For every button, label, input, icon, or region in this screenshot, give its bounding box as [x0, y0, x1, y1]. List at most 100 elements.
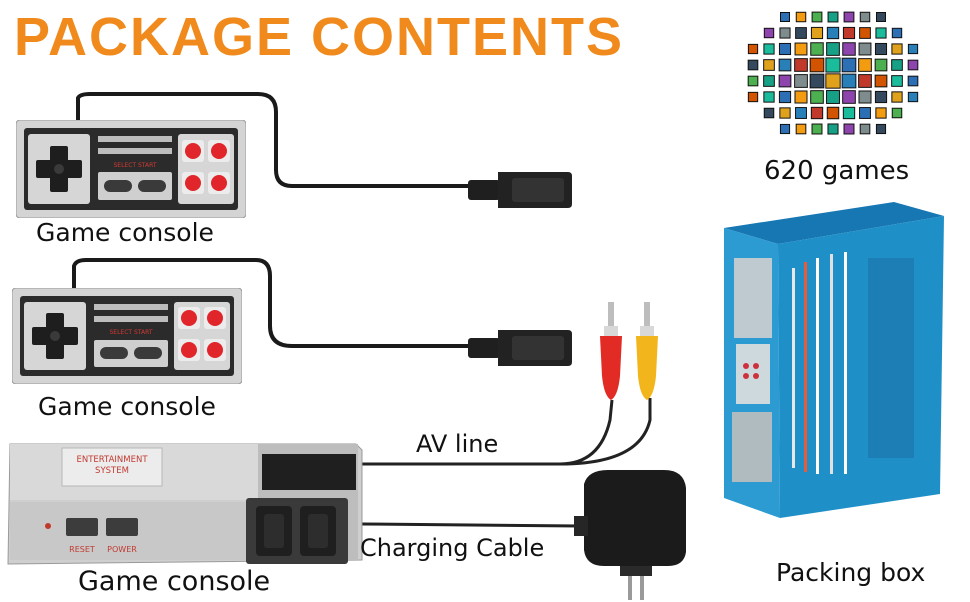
page-title: PACKAGE CONTENTS [14, 7, 625, 67]
game-thumbnail [795, 107, 807, 119]
game-thumbnail [876, 12, 886, 22]
game-thumbnail [811, 123, 823, 135]
game-thumbnail [779, 107, 791, 119]
game-thumbnail [780, 12, 790, 22]
reset-button [66, 518, 98, 536]
controller-2-label: Game console [38, 392, 216, 421]
charging-cable-label: Charging Cable [360, 534, 545, 562]
controller-port-icons [246, 498, 348, 564]
badge-line-2: SYSTEM [95, 466, 129, 476]
game-thumbnail [747, 59, 759, 71]
game-thumbnail [858, 42, 872, 56]
button-icons [178, 307, 226, 361]
game-thumbnail [747, 91, 759, 103]
game-thumbnail [778, 58, 792, 72]
power-adapter [574, 470, 686, 600]
game-thumbnail [825, 57, 841, 73]
game-thumbnail [810, 42, 824, 56]
game-thumbnail [891, 91, 903, 103]
game-thumbnail [859, 27, 871, 39]
select-start-label: SELECT START [109, 329, 152, 336]
game-thumbnail [826, 26, 840, 40]
game-thumbnail [858, 58, 872, 72]
game-thumbnail [875, 27, 887, 39]
game-thumbnail [763, 27, 775, 39]
connector-1 [468, 172, 572, 208]
game-thumbnail [859, 11, 871, 23]
game-thumbnail [778, 90, 792, 104]
game-thumbnail [841, 57, 857, 73]
dpad-icon [36, 146, 82, 192]
game-thumbnail [874, 74, 888, 88]
game-thumbnail [747, 75, 759, 87]
game-thumbnail [778, 42, 792, 56]
game-thumbnail [891, 59, 903, 71]
game-thumbnail [841, 73, 857, 89]
game-thumbnail [842, 26, 856, 40]
game-thumbnail [874, 42, 888, 56]
game-thumbnail [794, 74, 808, 88]
game-thumbnail [875, 107, 887, 119]
game-thumbnail [779, 27, 791, 39]
game-thumbnail [891, 107, 903, 119]
game-thumbnail [891, 27, 903, 39]
controller-2: SELECT START [12, 288, 242, 384]
game-thumbnail [795, 27, 807, 39]
game-thumbnail [810, 106, 824, 120]
game-thumbnail [842, 90, 856, 104]
console-label: Game console [78, 566, 271, 597]
game-thumbnail [794, 42, 808, 56]
game-thumbnail [794, 58, 808, 72]
game-thumbnail [891, 75, 903, 87]
game-thumbnail [795, 11, 807, 23]
game-thumbnail [843, 11, 855, 23]
game-thumbnail [763, 59, 775, 71]
game-thumbnail [810, 26, 824, 40]
av-line-label: AV line [416, 430, 499, 458]
select-start-label: SELECT START [113, 162, 156, 169]
game-thumbnail [907, 91, 919, 103]
game-thumbnail [843, 123, 855, 135]
game-thumbnail [859, 107, 871, 119]
game-thumbnail [794, 90, 808, 104]
game-thumbnail [858, 74, 872, 88]
av-plugs [600, 302, 658, 400]
game-thumbnail [859, 123, 871, 135]
game-thumbnail [826, 42, 840, 56]
game-thumbnail [795, 123, 807, 135]
game-thumbnail [763, 91, 775, 103]
game-thumbnail [907, 59, 919, 71]
game-thumbnail [763, 107, 775, 119]
game-thumbnail [827, 11, 839, 23]
power-label: POWER [107, 545, 137, 554]
game-thumbnail [874, 90, 888, 104]
packing-box-label: Packing box [776, 558, 926, 587]
game-thumbnail [826, 90, 840, 104]
power-button [106, 518, 138, 536]
game-thumbnail [809, 73, 825, 89]
game-thumbnail [891, 43, 903, 55]
game-thumbnail [842, 106, 856, 120]
button-icons [182, 140, 230, 194]
game-thumbnail [842, 42, 856, 56]
games-label: 620 games [764, 156, 910, 186]
game-thumbnail [858, 90, 872, 104]
packing-box [724, 202, 944, 518]
controller-1: SELECT START [16, 120, 246, 218]
game-thumbnail [778, 74, 792, 88]
game-thumbnail [811, 11, 823, 23]
game-thumbnail [825, 73, 841, 89]
console-unit: ENTERTAINMENT SYSTEM RESET POWER [7, 443, 363, 565]
game-thumbnail [763, 75, 775, 87]
controller-1-label: Game console [36, 218, 214, 247]
game-thumbnail [826, 106, 840, 120]
game-thumbnail [810, 90, 824, 104]
badge-line-1: ENTERTAINMENT [76, 455, 148, 465]
games-mosaic [747, 11, 919, 135]
game-thumbnail [779, 123, 791, 135]
connector-2 [468, 330, 572, 366]
reset-label: RESET [69, 545, 95, 554]
dpad-icon [32, 313, 78, 359]
game-thumbnail [747, 43, 759, 55]
